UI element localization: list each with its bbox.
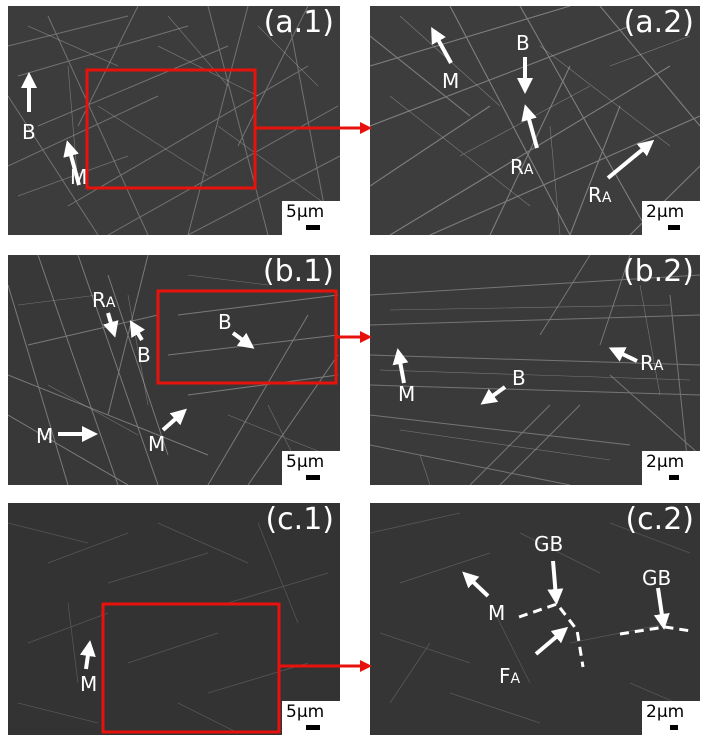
scale-bar: 2µm [642,701,700,735]
scale-bar-text: 2µm [646,702,685,722]
annotation-label: RA [588,183,612,207]
annotation-label: FA [499,664,521,688]
annotation-label: RA [640,351,664,375]
micrograph-c2: (c.2) 2µm GB M FA GB [370,503,700,735]
scale-bar-line [669,475,679,480]
panel-label: (b.1) [262,255,334,289]
annotation-label: M [36,424,54,448]
micrograph-b2: (b.2) 2µm M B RA [370,255,700,485]
annotation-label: RA [92,288,116,312]
panel-label: (a.2) [623,6,694,40]
annotation-label: M [148,432,166,456]
scale-bar-line [306,725,320,730]
panel-label: (c.2) [625,503,694,537]
annotation-label: GB [642,566,672,590]
microstructure-texture [370,255,700,485]
annotation-label: M [398,382,416,406]
scale-bar-text: 5µm [286,452,325,472]
annotation-label: B [22,120,36,144]
micrograph-a2: (a.2) 2µm M B RA RA [370,6,700,235]
scale-bar-line [306,475,320,480]
scale-bar-text: 2µm [646,202,685,222]
annotation-label: B [512,366,526,390]
scale-bar: 5µm [282,701,340,735]
scale-bar: 2µm [642,201,700,235]
panel-label: (b.2) [622,255,694,289]
scale-bar-line [670,725,678,730]
panel-label: (c.1) [265,503,334,537]
scale-bar-line [306,225,320,230]
scale-bar: 5µm [282,201,340,235]
annotation-label: M [442,69,460,93]
scale-bar-line [668,225,680,230]
annotation-label: GB [534,532,564,556]
micrograph-a1: (a.1) 5µm B M [8,6,340,235]
micrograph-b1: (b.1) 5µm RA B B M M [8,255,340,485]
scale-bar: 2µm [642,451,700,485]
annotation-label: B [137,343,151,367]
annotation-label: B [516,31,530,55]
panel-label: (a.1) [263,6,334,40]
micrograph-c1: (c.1) 5µm M [8,503,340,735]
annotation-label: M [80,672,98,696]
scale-bar-text: 5µm [286,702,325,722]
annotation-label: M [70,165,88,189]
scale-bar-text: 2µm [646,452,685,472]
annotation-label: B [218,310,232,334]
scale-bar: 5µm [282,451,340,485]
annotation-label: RA [510,155,534,179]
scale-bar-text: 5µm [286,202,325,222]
annotation-label: M [488,601,506,625]
